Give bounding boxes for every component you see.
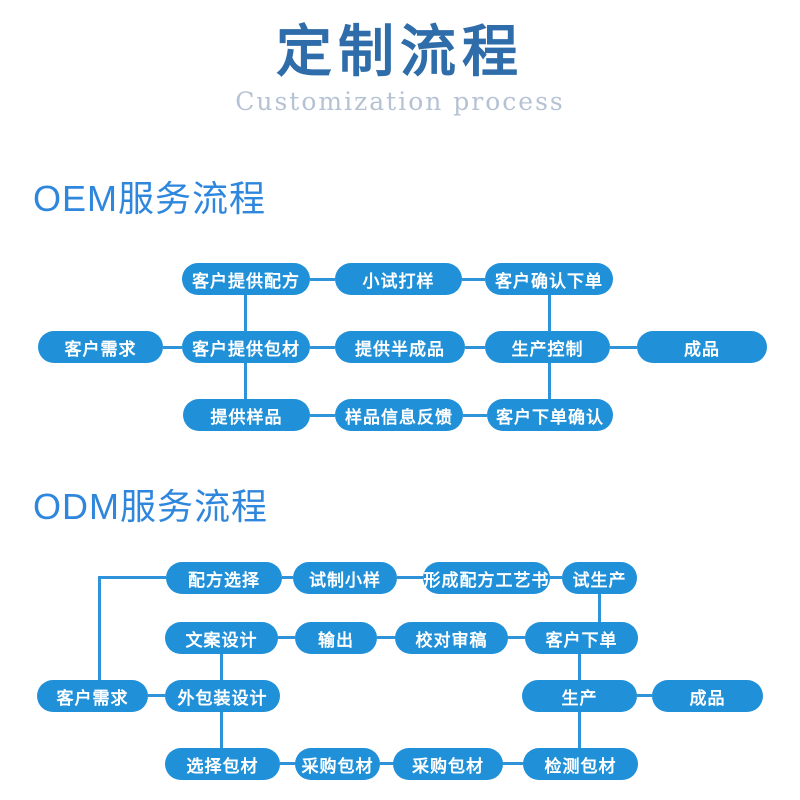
connector-line	[548, 295, 551, 331]
odm-node-purchase-packaging-1: 采购包材	[295, 748, 380, 780]
connector-line	[310, 278, 335, 281]
oem-node-finished-product: 成品	[637, 331, 767, 363]
odm-node-purchase-packaging-2: 采购包材	[393, 748, 503, 780]
odm-node-formula-selection: 配方选择	[166, 562, 282, 594]
connector-line	[310, 414, 335, 417]
oem-node-small-trial-sample: 小试打样	[335, 263, 462, 295]
oem-node-sample-feedback: 样品信息反馈	[335, 399, 463, 431]
connector-line	[98, 576, 166, 579]
odm-node-inspect-packaging: 检测包材	[523, 748, 638, 780]
connector-line	[310, 346, 335, 349]
oem-node-customer-provides-formula: 客户提供配方	[182, 263, 310, 295]
page-title: 定制流程	[276, 19, 524, 85]
connector-line	[465, 346, 485, 349]
connector-line	[503, 762, 523, 765]
connector-line	[578, 654, 581, 680]
oem-node-production-control: 生产控制	[485, 331, 610, 363]
connector-line	[244, 363, 247, 399]
connector-line	[280, 762, 295, 765]
connector-line	[98, 576, 101, 680]
connector-line	[377, 636, 395, 639]
odm-section-heading: ODM服务流程	[33, 486, 268, 527]
odm-node-outer-packaging-design: 外包装设计	[165, 680, 280, 712]
connector-line	[220, 654, 223, 680]
oem-node-customer-confirms-order: 客户确认下单	[485, 263, 613, 295]
connector-line	[462, 278, 485, 281]
connector-line	[610, 346, 637, 349]
odm-node-select-packaging: 选择包材	[165, 748, 280, 780]
connector-line	[508, 636, 525, 639]
oem-node-customer-demand: 客户需求	[38, 331, 163, 363]
connector-line	[220, 712, 223, 748]
oem-section-heading: OEM服务流程	[33, 178, 267, 219]
oem-node-customer-provides-packaging: 客户提供包材	[182, 331, 310, 363]
odm-node-customer-demand: 客户需求	[37, 680, 148, 712]
connector-line	[550, 576, 562, 579]
connector-line	[598, 594, 601, 622]
oem-node-customer-order-confirmation: 客户下单确认	[487, 399, 613, 431]
odm-node-copy-design: 文案设计	[165, 622, 278, 654]
page-subtitle: Customization process	[235, 87, 565, 116]
connector-line	[548, 363, 551, 399]
oem-node-provide-semifinished: 提供半成品	[335, 331, 465, 363]
connector-line	[148, 694, 165, 697]
connector-line	[578, 712, 581, 748]
odm-node-output: 输出	[295, 622, 377, 654]
odm-node-proofreading: 校对审稿	[395, 622, 508, 654]
odm-node-trial-sample: 试制小样	[293, 562, 397, 594]
odm-node-production: 生产	[522, 680, 637, 712]
connector-line	[380, 762, 393, 765]
odm-node-trial-production: 试生产	[562, 562, 637, 594]
connector-line	[244, 295, 247, 331]
connector-line	[278, 636, 295, 639]
connector-line	[282, 576, 293, 579]
odm-node-customer-order: 客户下单	[525, 622, 638, 654]
odm-node-formula-process-document: 形成配方工艺书	[423, 562, 550, 594]
odm-node-finished-product: 成品	[652, 680, 763, 712]
connector-line	[463, 414, 487, 417]
connector-line	[163, 346, 182, 349]
connector-line	[397, 576, 423, 579]
oem-node-provide-sample: 提供样品	[183, 399, 310, 431]
connector-line	[637, 694, 652, 697]
